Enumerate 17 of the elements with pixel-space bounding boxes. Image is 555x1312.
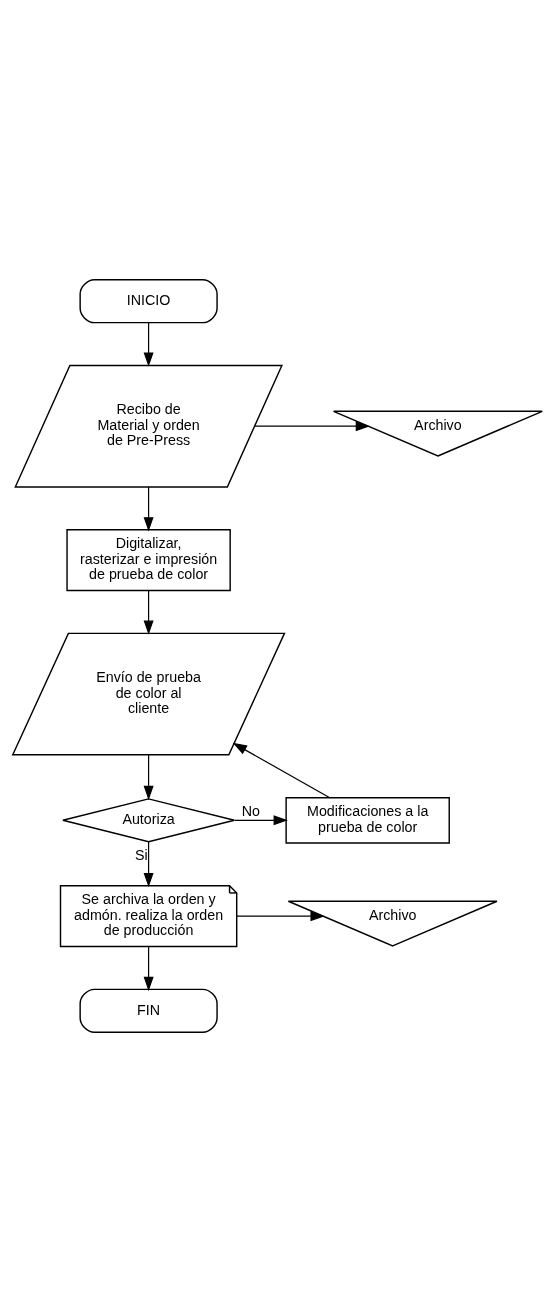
arrow [234,815,288,826]
arrow [143,754,154,801]
edge-label: No [241,803,261,820]
node-box: Modificaciones a la prueba de color [285,796,450,844]
arrow [143,486,154,532]
arrow [254,421,370,432]
node-diamond: Autoriza [62,798,236,843]
arrow [143,589,154,635]
arrow [143,841,154,888]
arrow [232,742,330,798]
node-box: INICIO [79,279,218,324]
arrow [143,945,154,992]
arrow [143,322,154,367]
arrow [236,911,325,922]
node-box: FIN [79,988,218,1033]
edge-label: Si [135,846,148,863]
node-box: Digitalizar, rasterizar e impresión de prueba de color [66,529,231,592]
